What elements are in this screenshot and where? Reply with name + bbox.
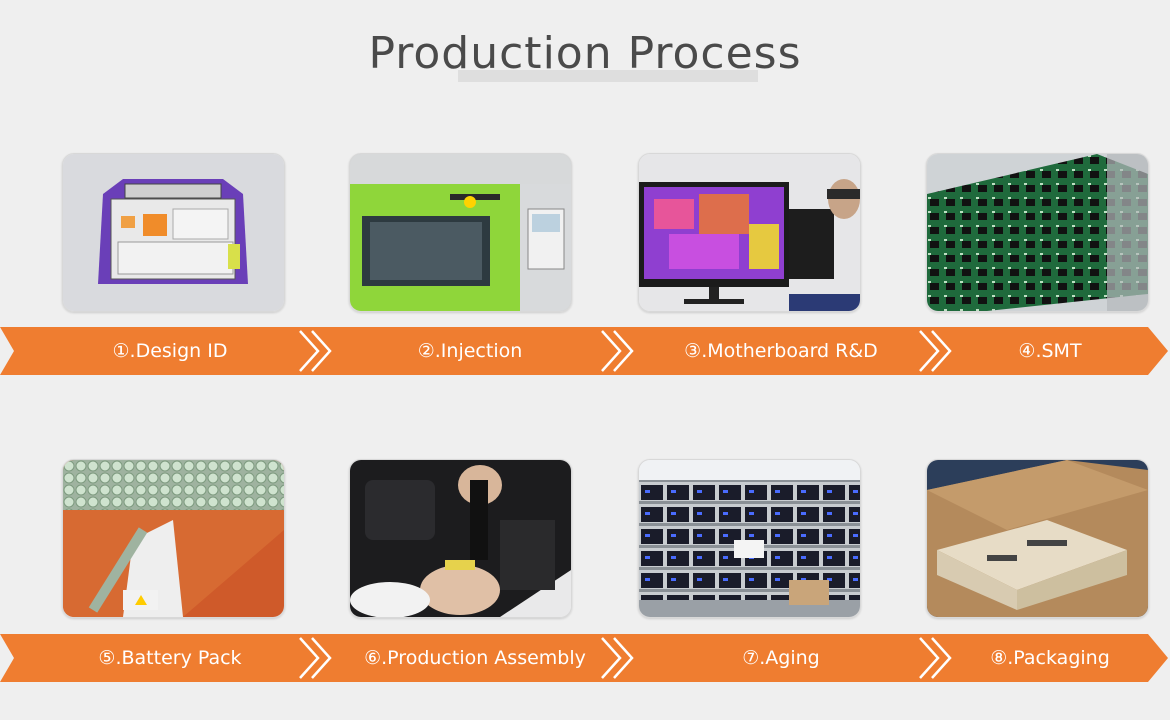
injection-photo xyxy=(349,153,572,312)
process-banner-row-2: ⑤.Battery Pack ⑥.Production Assembly ⑦.A… xyxy=(0,634,1170,682)
motherboard-photo xyxy=(638,153,861,312)
step-label-smt: ④.SMT xyxy=(1018,340,1082,362)
title-underline xyxy=(458,70,758,82)
step-label-production-assembly: ⑥.Production Assembly xyxy=(364,647,586,669)
step-label-injection: ②.Injection xyxy=(417,340,523,362)
step-label-motherboard: ③.Motherboard R&D xyxy=(684,340,878,362)
step-label-aging: ⑦.Aging xyxy=(742,647,820,669)
smt-photo xyxy=(926,153,1149,312)
step-label-packaging: ⑧.Packaging xyxy=(990,647,1110,669)
packaging-photo xyxy=(926,459,1149,618)
assembly-photo xyxy=(349,459,572,618)
process-banner-row-1: ①.Design ID ②.Injection ③.Motherboard R&… xyxy=(0,327,1170,375)
aging-photo xyxy=(638,459,861,618)
battery-pack-photo xyxy=(62,459,285,618)
step-label-battery-pack: ⑤.Battery Pack xyxy=(98,647,242,669)
design-id-photo xyxy=(62,153,285,312)
step-label-design-id: ①.Design ID xyxy=(112,340,228,362)
page-title: Production Process xyxy=(368,28,802,79)
